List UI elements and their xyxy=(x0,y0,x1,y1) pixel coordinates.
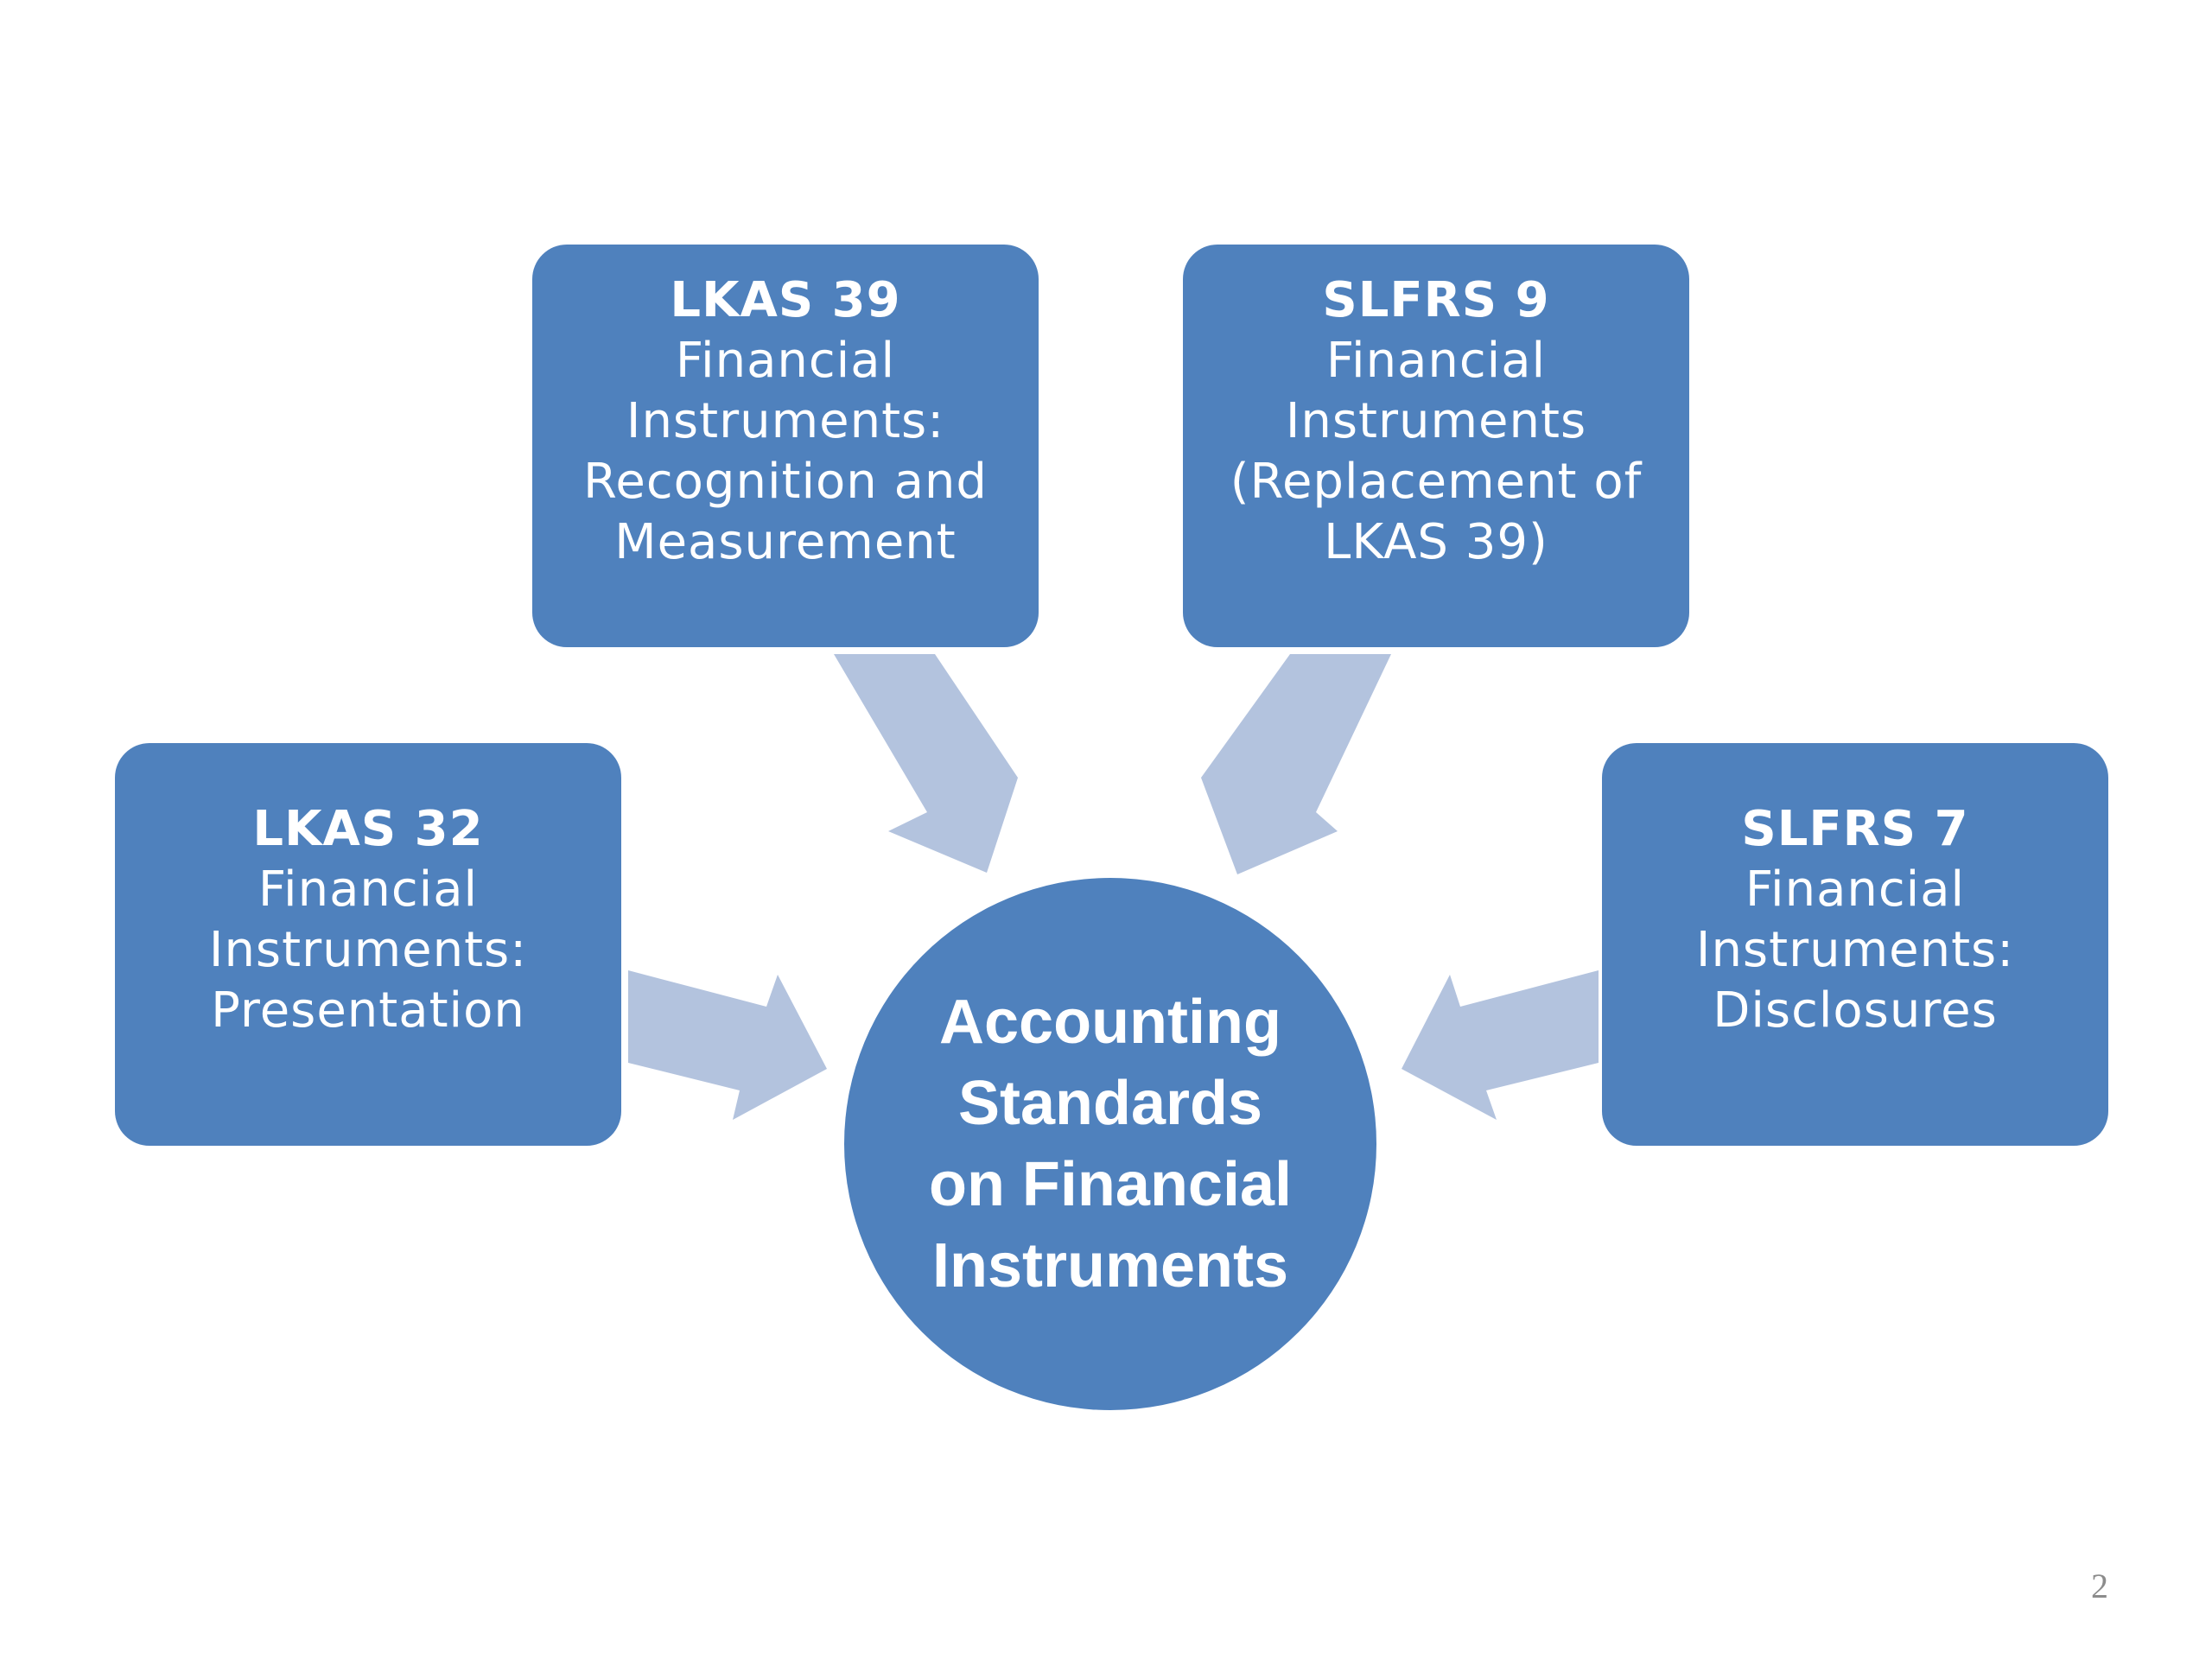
box-lkas-32: LKAS 32 Financial Instruments: Presentat… xyxy=(115,743,621,1146)
box-text-line: Financial xyxy=(1325,333,1547,389)
box-slfrs-9: SLFRS 9 Financial Instruments (Replaceme… xyxy=(1183,245,1689,647)
arrow-lkas32-to-center xyxy=(628,970,827,1120)
page-number: 2 xyxy=(2091,1567,2108,1605)
box-code: LKAS 39 xyxy=(670,272,901,328)
arrow-slfrs7-to-center xyxy=(1402,970,1599,1120)
arrow-slfrs9-to-center xyxy=(1201,654,1391,874)
center-circle: Accounting Standards on Financial Instru… xyxy=(844,878,1376,1410)
box-text-line: LKAS 39) xyxy=(1324,514,1548,570)
center-text-line: on Financial xyxy=(928,1150,1293,1219)
arrow-lkas39-to-center xyxy=(834,654,1018,873)
box-text-line: (Replacement of xyxy=(1230,454,1643,510)
box-text-line: Instruments: xyxy=(208,922,528,978)
box-text-line: Financial xyxy=(1745,861,1966,918)
box-text-line: Recognition and xyxy=(583,454,988,510)
center-text-line: Standards xyxy=(957,1069,1263,1138)
box-text-line: Instruments xyxy=(1285,393,1587,449)
box-code: SLFRS 7 xyxy=(1741,801,1969,857)
box-text-line: Financial xyxy=(675,333,896,389)
center-text-line: Accounting xyxy=(939,988,1281,1057)
box-text-line: Instruments: xyxy=(1695,922,2015,978)
box-code: LKAS 32 xyxy=(252,801,484,857)
box-text-line: Measurement xyxy=(614,514,957,570)
box-text-line: Presentation xyxy=(211,982,525,1039)
box-lkas-39: LKAS 39 Financial Instruments: Recogniti… xyxy=(532,245,1039,647)
box-slfrs-7: SLFRS 7 Financial Instruments: Disclosur… xyxy=(1602,743,2108,1146)
box-text-line: Instruments: xyxy=(626,393,945,449)
box-text-line: Financial xyxy=(257,861,479,918)
center-text-line: Instruments xyxy=(931,1231,1289,1300)
box-code: SLFRS 9 xyxy=(1322,272,1550,328)
box-text-line: Disclosures xyxy=(1713,982,1998,1039)
